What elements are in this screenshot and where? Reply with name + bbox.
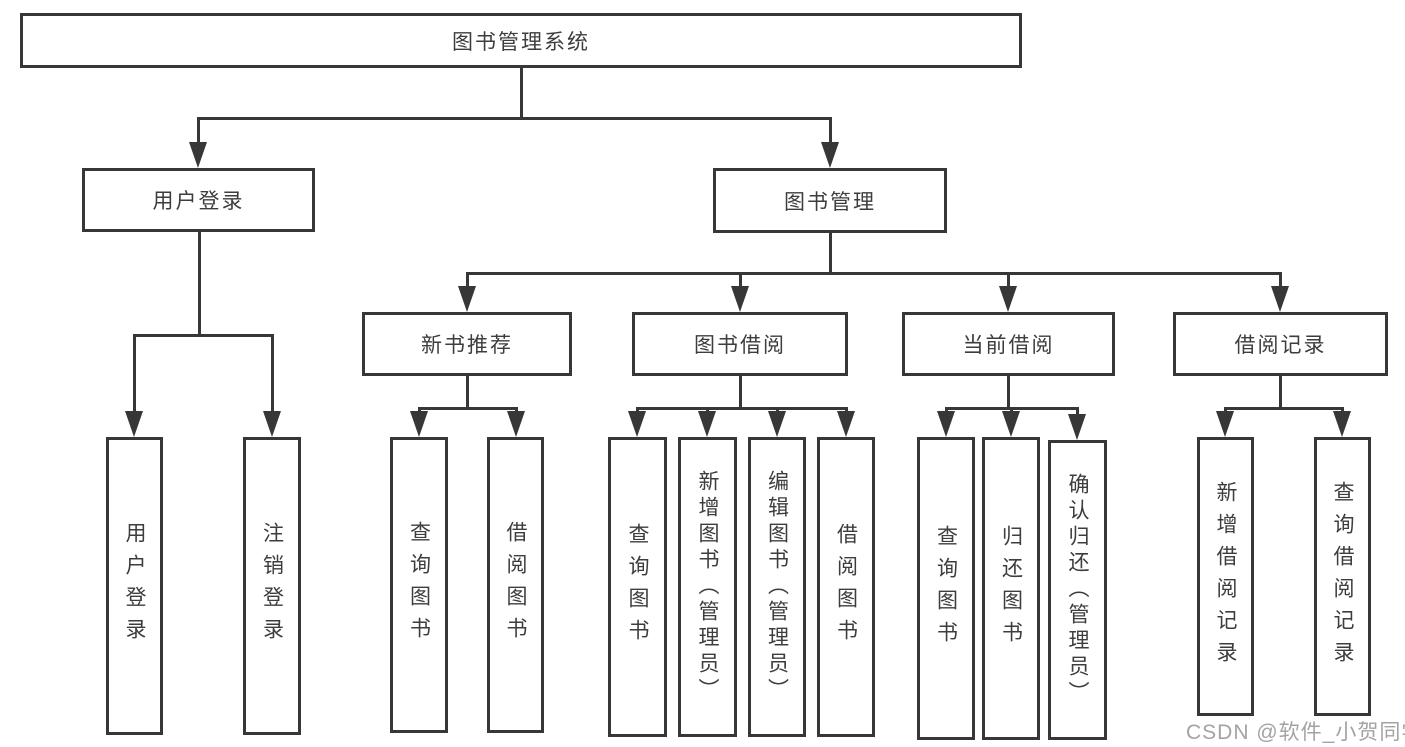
connector-book-borrow-rail: [636, 407, 848, 410]
arrowhead-cb-return: [1002, 411, 1020, 437]
connector-level2-rail: [466, 272, 1282, 275]
node-leaf-rec-query-book: 查询图书: [390, 437, 448, 733]
connector-book-borrow-stem: [739, 376, 742, 409]
node-leaf-bb-edit-book-admin: 编辑图书（管理员）: [748, 437, 806, 737]
csdn-watermark: CSDN @软件_小贺同学: [1186, 721, 1405, 744]
connector-book-borrow-drop: [739, 272, 742, 288]
arrowhead-logout-leaf: [263, 411, 281, 437]
arrowhead-bb-query: [628, 411, 646, 437]
connector-logout-leaf-drop: [271, 334, 274, 412]
node-leaf-logout: 注销登录: [243, 437, 301, 735]
connector-borrow-records-rail: [1224, 407, 1344, 410]
arrowhead-bb-borrow: [837, 411, 855, 437]
connector-borrow-records-drop: [1279, 272, 1282, 288]
node-book-borrowing: 图书借阅: [632, 312, 848, 376]
arrowhead-borrow-records: [1271, 286, 1289, 312]
arrowhead-cb-confirm: [1068, 414, 1086, 440]
arrowhead-rec-borrow: [507, 411, 525, 437]
node-leaf-br-query-record: 查询借阅记录: [1314, 437, 1371, 716]
arrowhead-rec-query: [410, 411, 428, 437]
node-leaf-bb-add-book-admin: 新增图书（管理员）: [678, 437, 737, 737]
connector-user-login-leaf-drop: [133, 334, 136, 412]
arrowhead-new-book-rec: [458, 286, 476, 312]
connector-current-borrow-stem: [1007, 376, 1010, 409]
node-borrowing-records: 借阅记录: [1173, 312, 1388, 376]
connector-book-mgmt-drop: [829, 117, 832, 143]
connector-root-stem: [520, 68, 523, 118]
arrowhead-cb-query: [937, 411, 955, 437]
arrowhead-user-login-leaf: [125, 411, 143, 437]
connector-new-book-rec-rail: [418, 407, 518, 410]
node-current-borrowing: 当前借阅: [902, 312, 1115, 376]
arrowhead-br-add: [1216, 411, 1234, 437]
connector-new-book-rec-stem: [466, 376, 469, 409]
node-leaf-br-add-record: 新增借阅记录: [1197, 437, 1254, 716]
node-leaf-bb-query-book: 查询图书: [608, 437, 667, 737]
node-book-management: 图书管理: [713, 168, 947, 233]
arrowhead-book-mgmt: [821, 142, 839, 168]
node-library-management-system: 图书管理系统: [20, 13, 1022, 68]
arrowhead-bb-edit: [768, 411, 786, 437]
node-new-book-recommendation: 新书推荐: [362, 312, 572, 376]
arrowhead-user-login: [189, 142, 207, 168]
node-leaf-rec-borrow-book: 借阅图书: [487, 437, 544, 733]
node-leaf-cb-confirm-return-admin: 确认归还（管理员）: [1048, 440, 1107, 740]
arrowhead-br-query: [1333, 411, 1351, 437]
arrowhead-book-borrow: [731, 286, 749, 312]
node-leaf-bb-borrow-book: 借阅图书: [817, 437, 875, 737]
node-leaf-cb-return-book: 归还图书: [982, 437, 1040, 740]
connector-user-login-drop: [197, 117, 200, 143]
node-user-login: 用户登录: [82, 168, 315, 232]
node-leaf-user-login: 用户登录: [106, 437, 163, 735]
node-leaf-cb-query-book: 查询图书: [917, 437, 975, 740]
connector-level1-rail: [197, 117, 832, 120]
connector-current-borrow-drop: [1007, 272, 1010, 288]
connector-book-mgmt-stem: [829, 233, 832, 274]
connector-cb-confirm-drop: [1076, 407, 1079, 415]
connector-user-login-stem: [198, 232, 201, 336]
arrowhead-bb-add: [698, 411, 716, 437]
connector-new-book-rec-drop: [466, 272, 469, 288]
arrowhead-current-borrow: [999, 286, 1017, 312]
connector-borrow-records-stem: [1279, 376, 1282, 409]
connector-user-login-rail: [133, 334, 274, 337]
